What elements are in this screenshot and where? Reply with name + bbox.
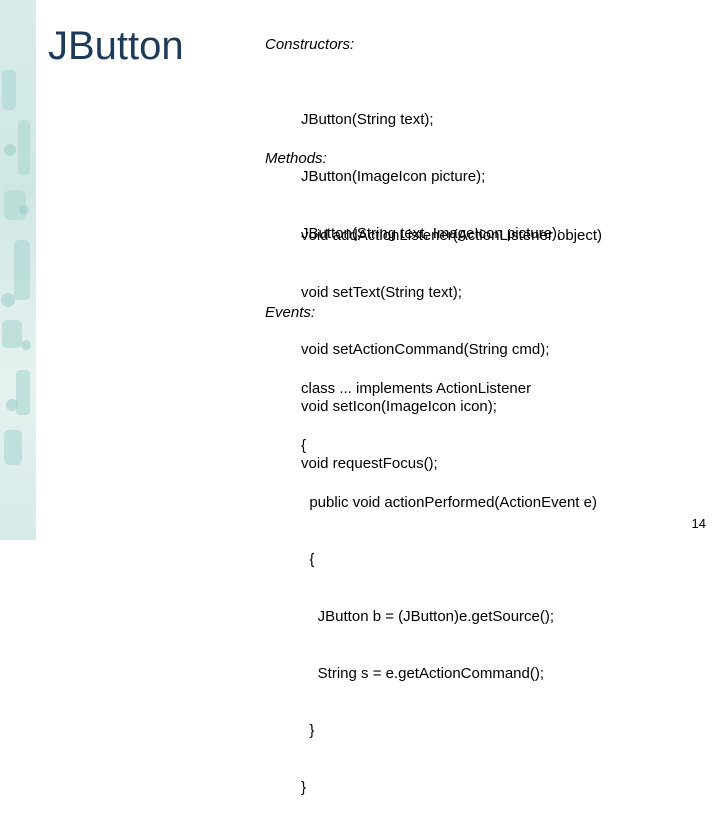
- event-code-line: }: [301, 779, 307, 796]
- event-code-line: {: [301, 437, 307, 454]
- methods-list: void addActionListener(ActionListener ob…: [301, 188, 602, 492]
- decorative-pattern: [1, 70, 31, 465]
- events-code: class ... implements ActionListener { pu…: [301, 341, 597, 816]
- constructor-line: JButton(String text, ImageIcon picture);: [301, 225, 562, 242]
- constructor-line: JButton(String text);: [301, 111, 434, 128]
- event-code-line: public void actionPerformed(ActionEvent …: [301, 494, 597, 511]
- event-code-line: }: [301, 722, 315, 739]
- constructors-list: JButton(String text); JButton(ImageIcon …: [301, 72, 561, 262]
- methods-heading: Methods:: [265, 150, 327, 167]
- page-number: 14: [691, 516, 706, 531]
- method-line: void requestFocus();: [301, 455, 438, 472]
- constructor-line: JButton(ImageIcon picture);: [301, 168, 486, 185]
- events-heading: Events:: [265, 304, 316, 321]
- decorative-side-strip: [0, 0, 36, 540]
- constructors-heading: Constructors:: [265, 36, 355, 53]
- method-line: void setIcon(ImageIcon icon);: [301, 398, 497, 415]
- event-code-line: String s = e.getActionCommand();: [301, 665, 545, 682]
- method-line: void setText(String text);: [301, 284, 462, 301]
- event-code-line: JButton b = (JButton)e.getSource();: [301, 608, 555, 625]
- event-code-line: class ... implements ActionListener: [301, 380, 532, 397]
- method-line: void addActionListener(ActionListener ob…: [301, 227, 603, 244]
- method-line: void setActionCommand(String cmd);: [301, 341, 550, 358]
- slide-title: JButton: [48, 24, 184, 68]
- event-code-line: {: [301, 551, 315, 568]
